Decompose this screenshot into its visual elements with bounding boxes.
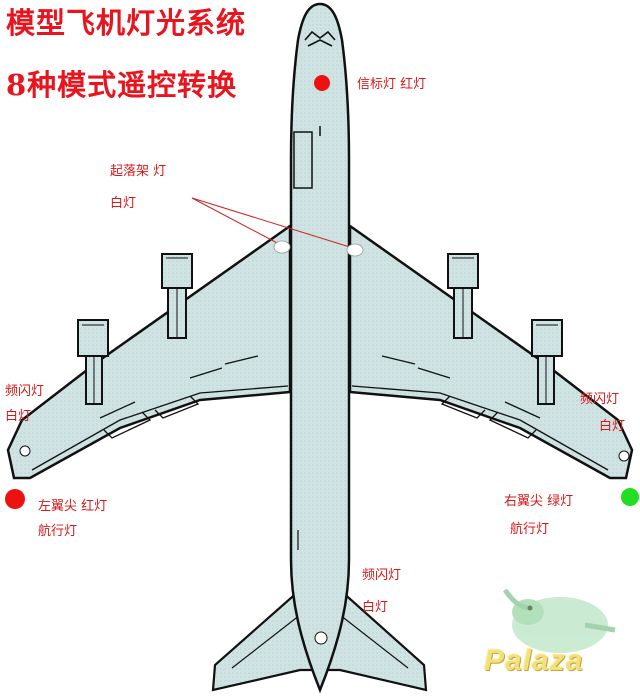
landing-light-pointer-right bbox=[191, 197, 354, 249]
label-strobe-left-1: 频闪灯 bbox=[5, 384, 45, 399]
label-landing-light-1: 起落架 灯 bbox=[110, 164, 167, 179]
nav-light-left-red bbox=[5, 489, 25, 509]
landing-light-pointer-left bbox=[191, 197, 282, 246]
label-landing-light-2: 白灯 bbox=[110, 196, 137, 211]
label-strobe-tail-2: 白灯 bbox=[362, 600, 389, 615]
engine-left-outer bbox=[77, 319, 109, 405]
engine-right-outer bbox=[531, 319, 563, 405]
right-wing bbox=[348, 223, 634, 480]
tail-stabilizer-hinge-right bbox=[339, 614, 409, 669]
label-strobe-right-1: 频闪灯 bbox=[580, 392, 620, 407]
left-wing bbox=[6, 223, 292, 480]
diagram-title-line-1: 模型飞机灯光系统 bbox=[6, 6, 247, 40]
label-nav-right-1: 右翼尖 绿灯 bbox=[504, 494, 574, 509]
left-wing-trailing-flap bbox=[31, 385, 289, 471]
fuselage bbox=[289, 2, 351, 694]
strobe-light-right-white bbox=[618, 450, 630, 462]
left-wing-spoilers bbox=[99, 355, 259, 439]
label-strobe-left-2: 白灯 bbox=[5, 409, 32, 424]
label-beacon-light: 信标灯 红灯 bbox=[357, 77, 427, 92]
tail-stabilizer-hinge-left bbox=[231, 614, 301, 669]
label-nav-left-1: 左翼尖 红灯 bbox=[38, 499, 108, 514]
strobe-light-left-white bbox=[19, 445, 31, 457]
right-wing-trailing-flap bbox=[351, 385, 609, 471]
label-strobe-right-2: 白灯 bbox=[599, 419, 626, 434]
beacon-light-red bbox=[314, 75, 330, 91]
engine-right-inner bbox=[447, 253, 479, 339]
watermark-text: Palaza bbox=[484, 644, 584, 677]
diagram-title-line-2: 8种模式遥控转换 bbox=[6, 68, 238, 102]
landing-light-left-white bbox=[273, 240, 291, 254]
cockpit-windows bbox=[304, 30, 336, 47]
label-nav-right-2: 航行灯 bbox=[510, 522, 550, 537]
label-nav-left-2: 航行灯 bbox=[38, 524, 78, 539]
label-strobe-tail-1: 频闪灯 bbox=[362, 568, 402, 583]
dinosaur-mascot-icon bbox=[502, 588, 616, 653]
landing-light-right-white bbox=[346, 243, 364, 257]
engine-left-inner bbox=[161, 253, 193, 339]
cargo-door bbox=[293, 131, 313, 189]
nav-light-right-green bbox=[621, 488, 639, 506]
right-wing-spoilers bbox=[381, 355, 541, 439]
strobe-light-tail-white bbox=[314, 631, 328, 645]
